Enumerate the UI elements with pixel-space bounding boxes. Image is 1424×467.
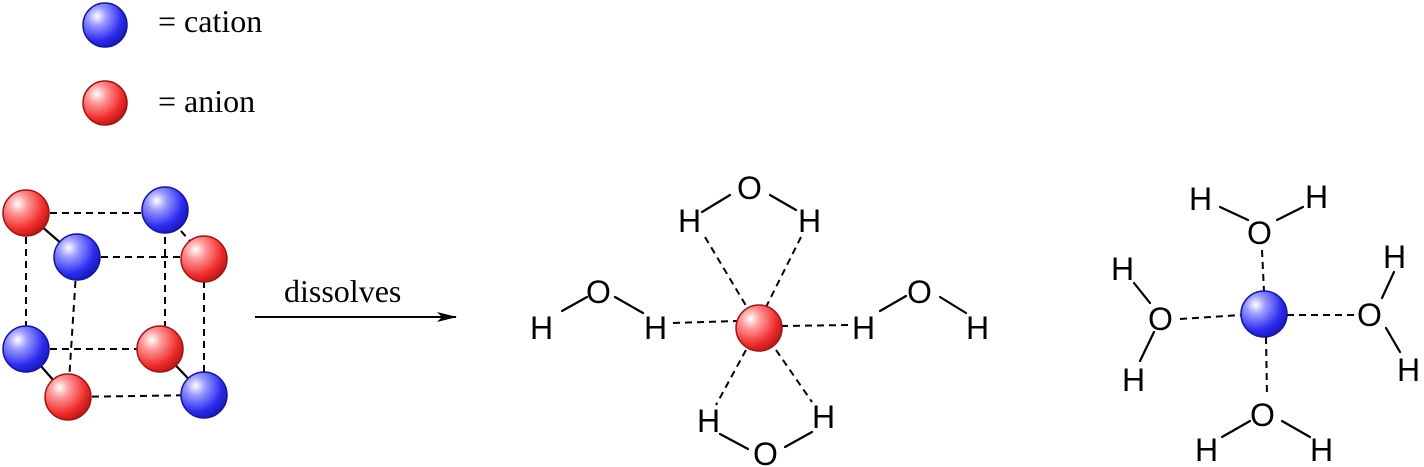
lattice-anion (136, 325, 184, 373)
oxygen-atom: O (753, 436, 778, 467)
lattice-anion (180, 235, 228, 283)
oxygen-atom: O (1148, 301, 1173, 337)
hydrated-anion: O H H O H H O H H H H O (530, 170, 989, 467)
oxygen-atom: O (1247, 215, 1272, 251)
hydrogen-atom: H (812, 399, 835, 435)
legend-cation-label: = cation (158, 3, 262, 39)
lattice-solid-edges (24, 211, 206, 399)
lattice-anion (2, 189, 50, 237)
lattice-cation (2, 325, 50, 373)
ionic-lattice (2, 186, 228, 421)
hydrated-cation: H H O H O H H O H O H H (1111, 179, 1420, 467)
lattice-edges (25, 212, 205, 398)
hydrogen-atom: H (1195, 432, 1218, 467)
hydrogen-atom: H (852, 310, 875, 346)
hydrogen-atom: H (1189, 181, 1212, 217)
lattice-cation (180, 371, 228, 419)
oxygen-atom: O (1250, 397, 1275, 433)
arrow-label: dissolves (284, 273, 401, 309)
hydrogen-atom: H (1122, 362, 1145, 398)
hydrogen-atom: H (644, 310, 667, 346)
oxygen-atom: O (737, 170, 762, 206)
hydrogen-atom: H (697, 403, 720, 439)
legend-cation-sphere (82, 2, 128, 48)
hydrogen-atom: H (530, 310, 553, 346)
solvated-anion (735, 304, 783, 352)
lattice-ions (2, 186, 228, 421)
reaction-arrow: dissolves (255, 273, 457, 322)
hydrogen-atom: H (678, 203, 701, 239)
hydrogen-atom: H (966, 310, 989, 346)
legend: = cation = anion (82, 2, 262, 126)
hydrogen-atom: H (1111, 251, 1134, 287)
legend-anion-label: = anion (158, 83, 255, 119)
lattice-cation (53, 233, 101, 281)
oxygen-atom: O (586, 274, 611, 310)
solvated-cation (1240, 290, 1288, 338)
lattice-anion (44, 373, 92, 421)
oxygen-atom: O (907, 274, 932, 310)
hydrogen-atom: H (1310, 432, 1333, 467)
hydrogen-atom: H (1383, 239, 1406, 275)
lattice-cation (141, 186, 189, 234)
legend-anion-sphere (82, 80, 128, 126)
oxygen-atom: O (1357, 297, 1382, 333)
hydrogen-atom: H (1305, 179, 1328, 215)
hydrogen-atom: H (798, 203, 821, 239)
hydrogen-atom: H (1397, 352, 1420, 388)
